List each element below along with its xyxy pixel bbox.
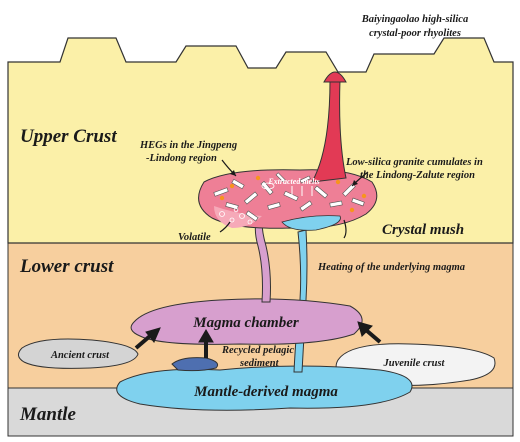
label-hegs-2: -Lindong region <box>146 153 217 164</box>
label-cumulate-1: Low-silica granite cumulates in <box>345 157 483 168</box>
upper-crust-layer <box>7 37 514 244</box>
chamber-arrows <box>134 321 382 358</box>
label-volatile: Volatile <box>178 232 211 243</box>
mush-dots <box>219 175 367 213</box>
recycled-sediment-blob <box>171 357 219 372</box>
volatile-bubbles <box>219 182 275 225</box>
magma-chamber <box>130 298 363 345</box>
volatile-zone <box>214 206 262 228</box>
extracted-melt-arrows <box>291 186 313 196</box>
label-rhyolite-2: crystal-poor rhyolites <box>369 28 461 39</box>
label-ancient-crust: Ancient crust <box>50 350 110 361</box>
mush-crystals <box>213 172 365 222</box>
rhyolite-conduit <box>311 79 347 183</box>
label-recycled-1: Recycled pelagic <box>221 345 294 356</box>
label-lower-crust: Lower crust <box>19 256 114 277</box>
heating-zone <box>281 215 341 231</box>
label-crystal-mush: Crystal mush <box>382 222 464 238</box>
arrow-heads <box>230 170 358 186</box>
label-cumulate-2: the Lindong-Zalute region <box>360 170 475 181</box>
label-juvenile-crust: Juvenile crust <box>383 358 446 369</box>
label-mantle: Mantle <box>19 404 77 425</box>
label-rhyolite-1: Baiyingaolao high-silica <box>361 14 468 25</box>
label-magma-chamber: Magma chamber <box>192 315 299 331</box>
rhyolite-dome <box>323 71 347 83</box>
label-heating: Heating of the underlying magma <box>317 262 465 273</box>
label-mantle-magma: Mantle-derived magma <box>193 384 338 400</box>
label-recycled-2: sediment <box>239 358 280 369</box>
label-extracted-melts: Extracted melts <box>267 177 319 186</box>
ancient-crust-blob <box>18 338 139 369</box>
label-upper-crust: Upper Crust <box>20 126 117 147</box>
mantle-magma-pool <box>116 365 413 411</box>
label-hegs-1: HEGs in the Jingpeng <box>139 140 237 151</box>
